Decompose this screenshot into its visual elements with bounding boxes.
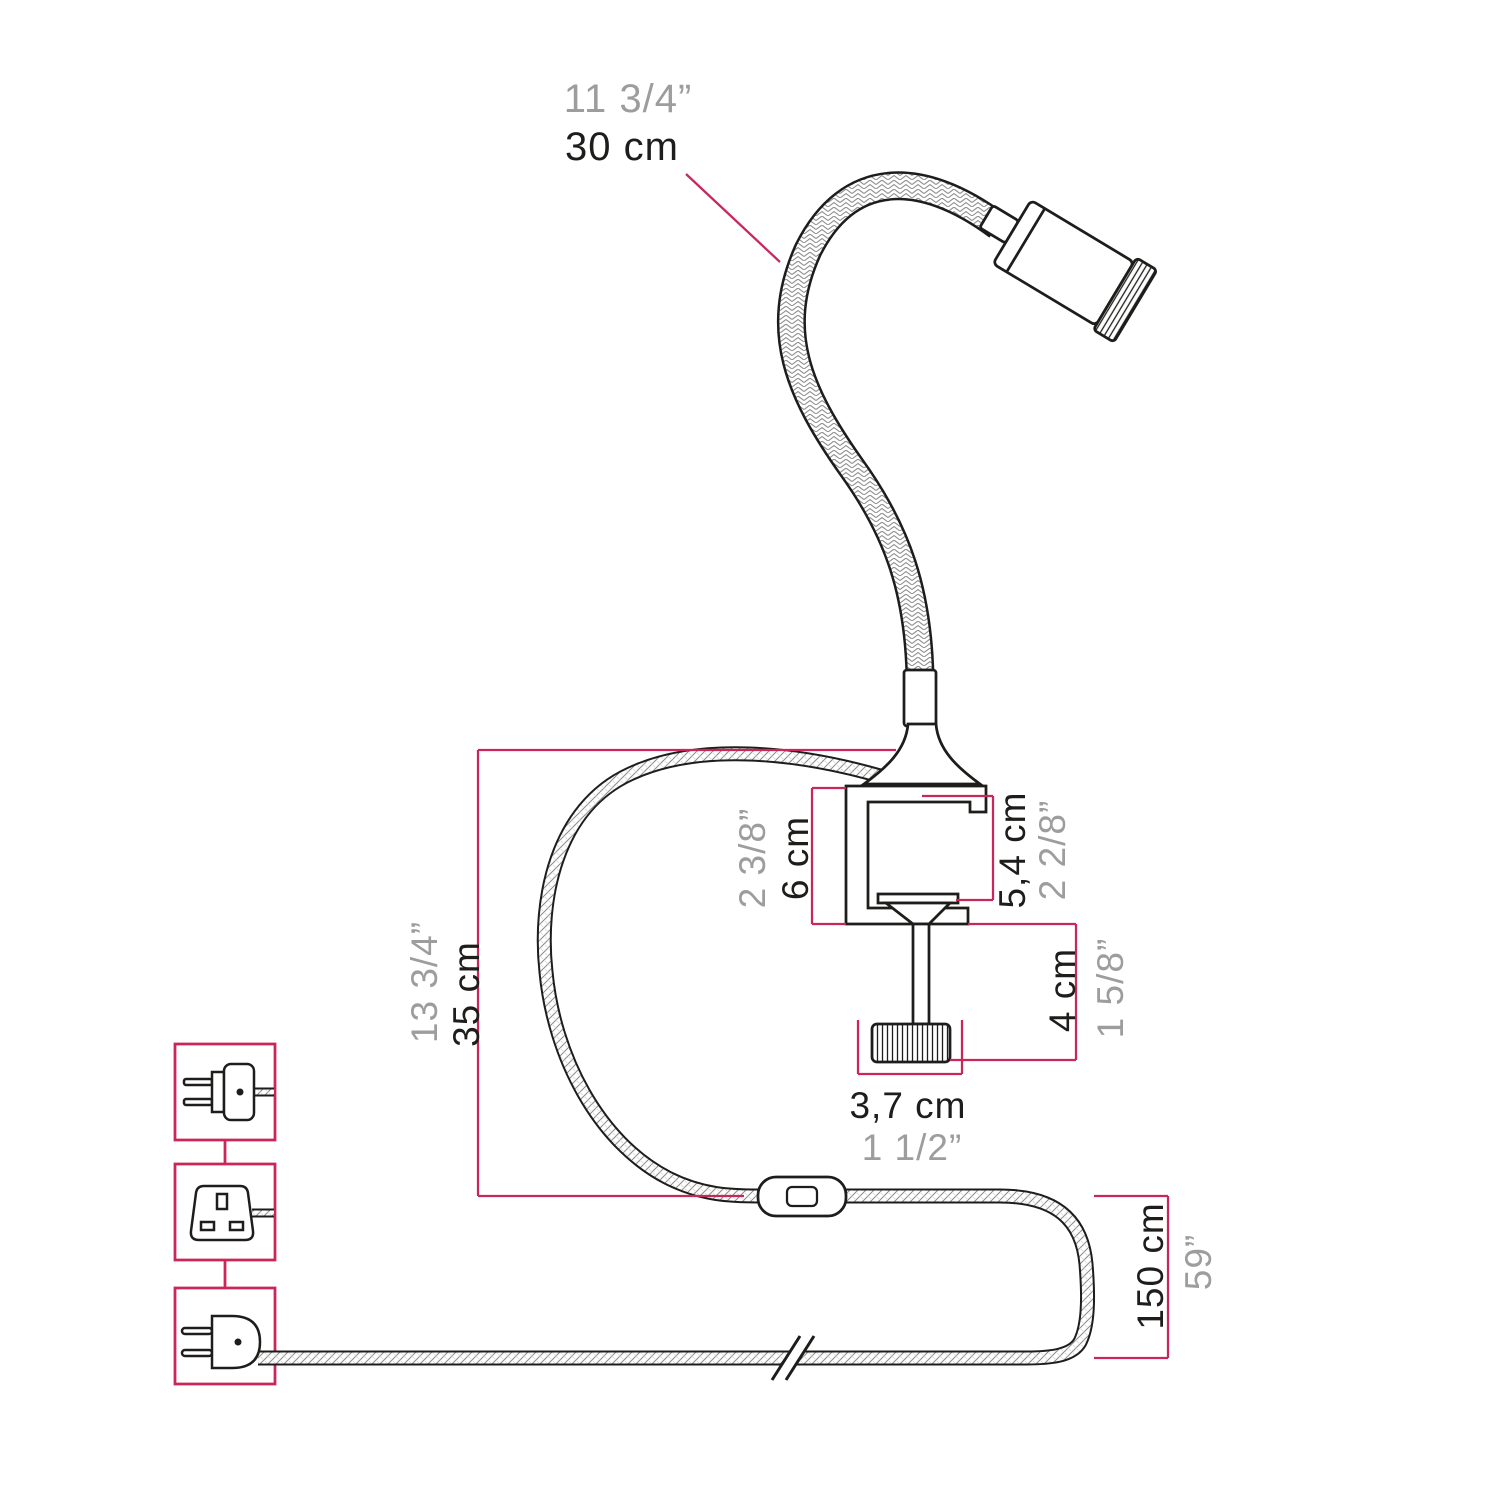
cable-break-symbol [770, 1335, 816, 1381]
flex-arm-inch-label: 11 3/4” [564, 77, 693, 121]
clamp-opening-inch-label: 2 2/8” [1032, 800, 1073, 901]
clamp-knurled-knob [870, 1022, 952, 1064]
cable-upper-braid [538, 748, 882, 1202]
flex-arm [776, 171, 1007, 677]
eu-plug-icon [180, 1314, 262, 1370]
clamp-screw-shaft [911, 922, 931, 1026]
uk-plug-icon [189, 1184, 274, 1242]
cable-lower-braid [258, 1190, 1094, 1364]
dimension-labels: 11 3/4” 30 cm 2 3/8” 6 cm 5,4 cm 2 2/8” … [404, 77, 1219, 1330]
cable-lower-outline [258, 1188, 1096, 1366]
clamp-height-cm-label: 6 cm [775, 816, 816, 900]
flex-arm-leader-line [685, 173, 781, 263]
power-cable [258, 746, 1096, 1366]
clamp-height-inch-label: 2 3/8” [732, 808, 773, 909]
flex-arm-braid [779, 173, 1006, 677]
lamp-base-bell [859, 722, 985, 786]
lamp-head [979, 200, 1157, 343]
clamp-screw-dimension [950, 922, 1078, 1062]
us-plug-icon [182, 1062, 274, 1122]
power-cord-inch-label: 59” [1178, 1234, 1219, 1290]
clamp-assembly [844, 668, 988, 1064]
switch-rocker [785, 1185, 819, 1208]
clamp-knob-cm-label: 3,7 cm [849, 1085, 966, 1126]
clamp-knob-dimension [856, 1020, 964, 1076]
cable-upper-outline [536, 746, 883, 1204]
lamp-head-seam [1005, 207, 1046, 273]
power-cord-cm-label: 150 cm [1130, 1202, 1171, 1329]
clamp-screw-inch-label: 1 5/8” [1090, 938, 1131, 1039]
cable-loop-inch-label: 13 3/4” [404, 921, 445, 1043]
lamp-head-knurled-ring [1093, 257, 1157, 343]
cable-loop-dimension [476, 748, 896, 1198]
clamp-height-dimension [810, 786, 846, 926]
clamp-opening-dimension [922, 794, 995, 902]
clamp-knob-inch-label: 1 1/2” [862, 1127, 963, 1168]
clamp-opening-cm-label: 5,4 cm [992, 791, 1033, 908]
clamp-screw-cm-label: 4 cm [1042, 948, 1083, 1032]
cable-loop-cm-label: 35 cm [446, 941, 487, 1047]
dimension-lines [476, 173, 1170, 1360]
power-cord-dimension [1094, 1194, 1170, 1360]
inline-switch [756, 1175, 848, 1218]
arm-sleeve [902, 668, 938, 728]
flex-arm-cm-label: 30 cm [565, 125, 679, 169]
